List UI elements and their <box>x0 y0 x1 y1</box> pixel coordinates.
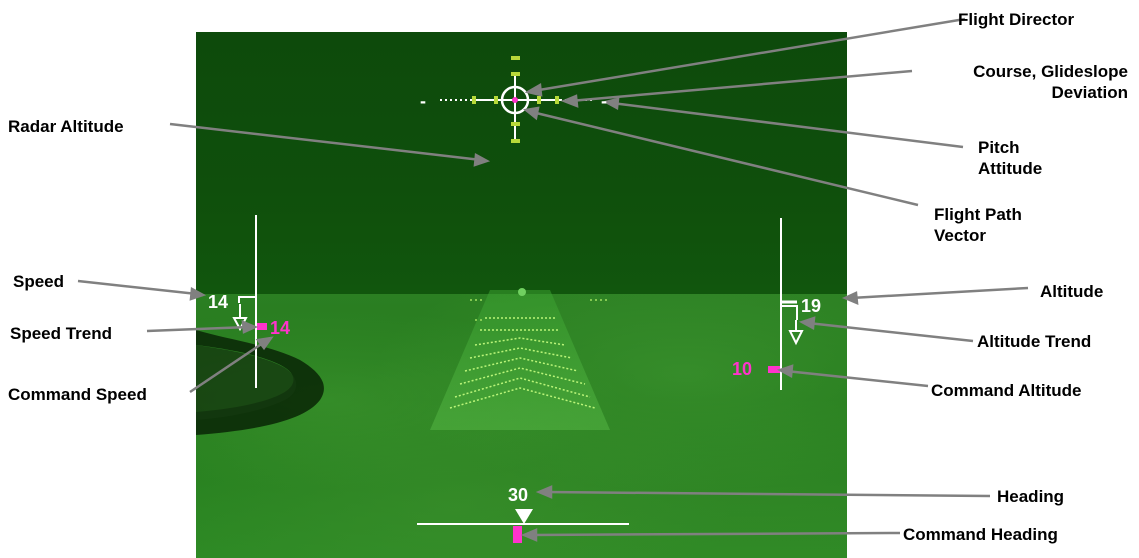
label-heading: Heading <box>997 487 1065 506</box>
deviation-scale <box>472 56 559 143</box>
label-flight-director: Flight Director <box>958 10 1075 29</box>
label-pitch-attitude-line2: Attitude <box>978 159 1043 178</box>
label-speed: Speed <box>13 272 65 291</box>
command-altitude-marker <box>768 366 780 373</box>
label-altitude: Altitude <box>1040 282 1104 301</box>
label-pitch-attitude: Pitch Attitude <box>978 137 1042 179</box>
leader-lines <box>77 17 1029 542</box>
river-bank <box>196 345 297 420</box>
command-altitude-value: 10 <box>732 359 753 379</box>
label-command-altitude: Command Altitude <box>931 381 1082 400</box>
horizon-lights <box>470 299 610 321</box>
label-altitude-trend: Altitude Trend <box>977 332 1092 351</box>
command-heading-marker <box>513 526 522 543</box>
label-pitch-attitude-line1: Pitch <box>978 138 1020 157</box>
heading-scale <box>417 509 629 543</box>
label-course-glideslope-line2: Deviation <box>1051 83 1128 102</box>
flight-director-symbol <box>440 73 592 140</box>
label-course-glideslope-line1: Course, Glideslope <box>973 62 1128 81</box>
command-speed-value: 14 <box>270 318 291 338</box>
runway-lights <box>449 317 596 409</box>
label-flight-path-vector-line1: Flight Path <box>934 205 1022 224</box>
runway <box>430 290 610 430</box>
speed-value: 14 <box>208 292 229 312</box>
altitude-tape <box>768 218 804 390</box>
runway-threshold-beacon <box>518 288 526 296</box>
label-speed-trend: Speed Trend <box>10 324 113 343</box>
label-radar-altitude: Radar Altitude <box>8 117 124 136</box>
label-flight-path-vector-line2: Vector <box>934 226 986 245</box>
command-speed-marker <box>257 323 267 330</box>
label-command-speed: Command Speed <box>8 385 147 404</box>
altitude-value: 19 <box>801 296 822 316</box>
label-flight-path-vector: Flight Path Vector <box>934 204 1022 246</box>
pitch-mark-right: - <box>601 91 607 111</box>
label-course-glideslope: Course, Glideslope Deviation <box>918 61 1128 103</box>
heading-value: 30 <box>508 485 529 505</box>
speed-tape <box>232 215 267 388</box>
label-command-heading: Command Heading <box>903 525 1058 544</box>
pitch-mark-left: - <box>420 91 426 111</box>
